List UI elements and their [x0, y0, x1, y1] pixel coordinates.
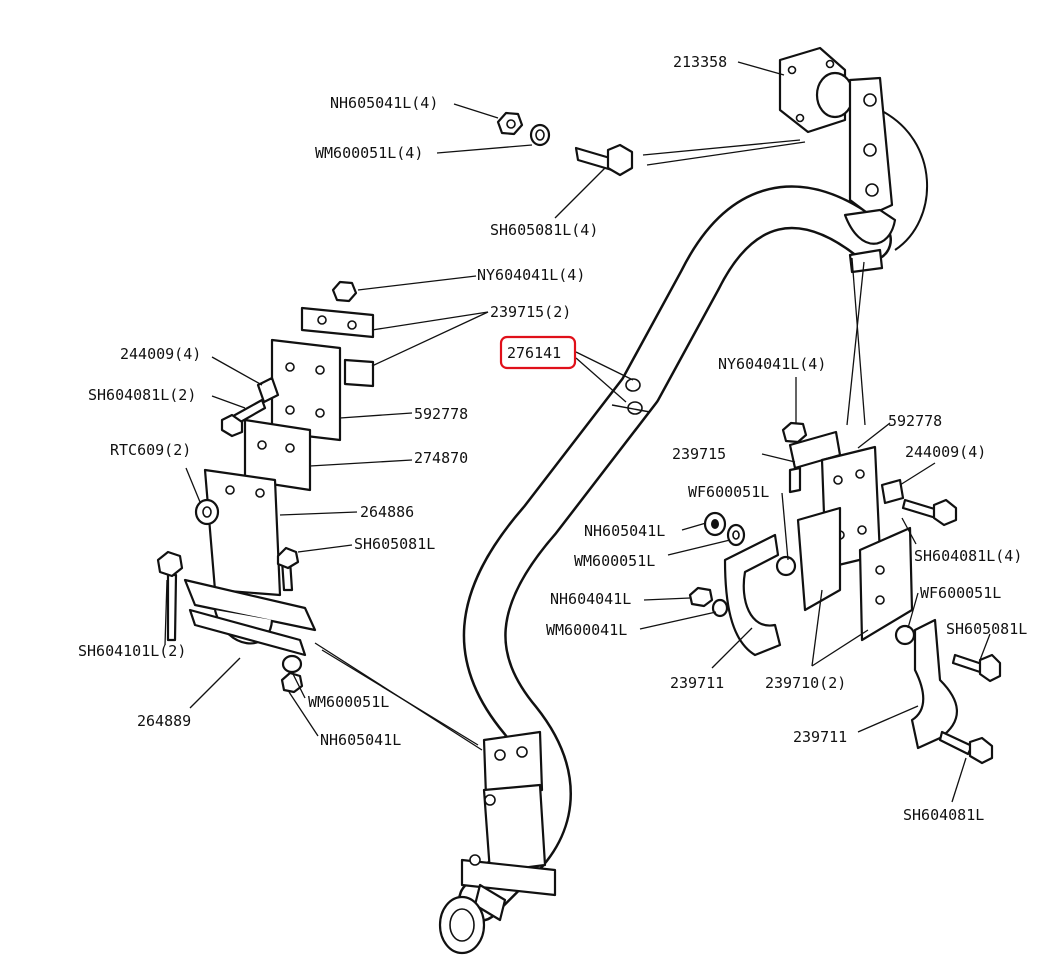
label-244009-4: 244009(4): [120, 345, 201, 363]
label-239715: 239715: [672, 445, 726, 463]
label-wm600051l: WM600051L: [308, 693, 389, 711]
bottom-link-assembly: [438, 730, 557, 955]
label-592778-right: 592778: [888, 412, 942, 430]
label-239711-lower: 239711: [793, 728, 847, 746]
label-sh604101l-2: SH604101L(2): [78, 642, 186, 660]
anti-roll-bar-276141: [458, 109, 929, 922]
label-sh604081l: SH604081L: [903, 806, 984, 824]
label-nh605041l-right: NH605041L: [584, 522, 665, 540]
label-nh604041l: NH604041L: [550, 590, 631, 608]
label-239710-2: 239710(2): [765, 674, 846, 692]
label-rtc609-2: RTC609(2): [110, 441, 191, 459]
label-wm600051l-4: WM600051L(4): [315, 144, 423, 162]
label-264886: 264886: [360, 503, 414, 521]
label-wf600051l: WF600051L: [688, 483, 769, 501]
label-239711: 239711: [670, 674, 724, 692]
label-ny604041l-4-right: NY604041L(4): [718, 355, 826, 373]
label-ny604041l-4: NY604041L(4): [477, 266, 585, 284]
label-nh605041l: NH605041L: [320, 731, 401, 749]
label-sh605081l-right: SH605081L: [946, 620, 1027, 638]
left-bracket-assembly: [156, 280, 375, 694]
label-sh605081l: SH605081L: [354, 535, 435, 553]
highlight-box-276141: [499, 335, 577, 370]
part-labels: 213358 NH605041L(4) WM600051L(4) SH60508…: [78, 53, 1027, 824]
label-244009-4-right: 244009(4): [905, 443, 986, 461]
label-wm600041l: WM600041L: [546, 621, 627, 639]
label-wm600051l-right: WM600051L: [574, 552, 655, 570]
label-274870: 274870: [414, 449, 468, 467]
label-sh605081l-4: SH605081L(4): [490, 221, 598, 239]
leader-lines: [164, 61, 991, 803]
top-link-assembly: [778, 46, 897, 274]
label-592778: 592778: [414, 405, 468, 423]
right-bracket-assembly: [688, 421, 1002, 765]
label-213358: 213358: [673, 53, 727, 71]
label-wf600051l-right: WF600051L: [920, 584, 1001, 602]
label-sh604081l-2: SH604081L(2): [88, 386, 196, 404]
label-239715-2: 239715(2): [490, 303, 571, 321]
label-276141: 276141: [507, 344, 561, 362]
top-bolt-group: [496, 111, 634, 177]
label-sh604081l-4: SH604081L(4): [914, 547, 1022, 565]
label-nh605041l-4: NH605041L(4): [330, 94, 438, 112]
label-264889: 264889: [137, 712, 191, 730]
